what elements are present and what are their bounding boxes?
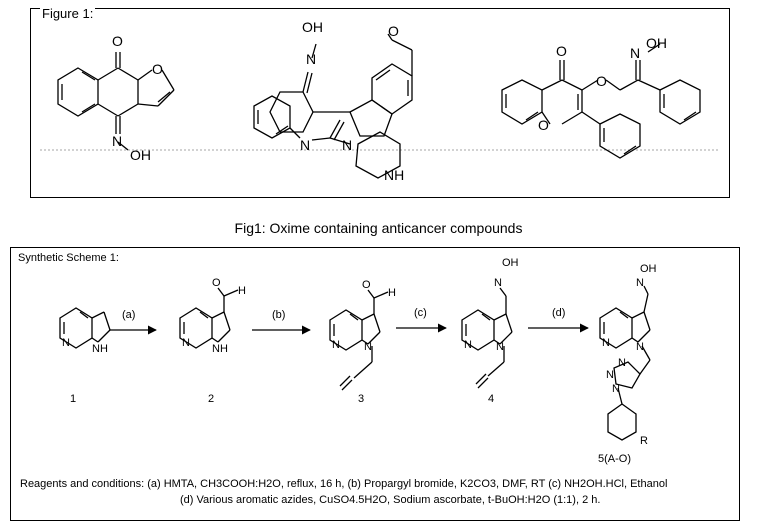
cmpd-b-n-oxime: N — [306, 51, 316, 67]
s5-n-oxime: N — [636, 277, 644, 289]
cmpd-c-o-ether: O — [596, 73, 607, 89]
s5-triazole-n1: N — [618, 357, 626, 369]
cmpd-b-oh: OH — [302, 19, 323, 35]
s4-n2: N — [496, 341, 504, 353]
s5-triazole-n3: N — [612, 383, 620, 395]
s5-n: N — [602, 337, 610, 349]
cmpd-c-o-ketone: O — [556, 43, 567, 59]
s5-r: R — [640, 435, 648, 447]
cmpd-c-oh: OH — [646, 35, 667, 51]
s3-n2: N — [364, 341, 372, 353]
cmpd-a-o-ring: O — [152, 61, 163, 77]
step-c-label: (c) — [414, 307, 427, 319]
compound-b-structure — [253, 33, 413, 179]
compound-5-structure — [599, 285, 651, 441]
reaction-arrows — [110, 323, 589, 335]
s4-oh: OH — [502, 257, 519, 269]
compound-number-2: 2 — [208, 393, 214, 405]
s3-h: H — [388, 287, 396, 299]
s5-triazole-n2: N — [606, 369, 614, 381]
compound-3-structure — [329, 289, 389, 391]
cmpd-b-nh: NH — [384, 167, 404, 183]
compound-2-structure — [179, 287, 239, 349]
compound-number-1: 1 — [70, 393, 76, 405]
cmpd-a-oh: OH — [130, 147, 151, 163]
s2-nh: NH — [212, 343, 228, 355]
cmpd-a-o-top: O — [112, 33, 123, 49]
cmpd-c-n: N — [630, 45, 640, 61]
s2-h: H — [238, 285, 246, 297]
s5-oh: OH — [640, 263, 657, 275]
step-b-label: (b) — [272, 309, 285, 321]
figure-caption: Fig1: Oxime containing anticancer compou… — [234, 220, 523, 236]
compound-4-structure — [461, 287, 513, 389]
step-d-label: (d) — [552, 307, 565, 319]
scheme-label: Synthetic Scheme 1: — [18, 252, 119, 264]
step-a-label: (a) — [122, 309, 135, 321]
compound-a-structure — [57, 52, 175, 151]
compound-number-3: 3 — [358, 393, 364, 405]
cmpd-b-methoxy-o: O — [388, 23, 399, 39]
figure-label: Figure 1: — [40, 6, 96, 21]
s3-n: N — [332, 339, 340, 351]
s2-n: N — [182, 337, 190, 349]
cmpd-b-n-ring: N — [300, 137, 310, 153]
s1-n: N — [62, 337, 70, 349]
compound-c-structure — [501, 43, 701, 159]
cmpd-a-n: N — [112, 133, 122, 149]
s3-o: O — [362, 279, 371, 291]
compound-number-4: 4 — [488, 393, 494, 405]
cmpd-b-n-pip: N — [342, 137, 352, 153]
compound-1-structure — [59, 307, 111, 349]
conditions-line-1: Reagents and conditions: (a) HMTA, CH3CO… — [20, 478, 668, 490]
conditions-line-2: (d) Various aromatic azides, CuSO4.5H2O,… — [180, 494, 601, 506]
s5-n2: N — [636, 341, 644, 353]
s1-nh: NH — [92, 343, 108, 355]
s4-n-oxime: N — [494, 277, 502, 289]
s4-n: N — [464, 339, 472, 351]
scheme-frame — [10, 247, 740, 521]
compound-number-5: 5(A-O) — [598, 453, 631, 465]
cmpd-c-o-ring: O — [538, 117, 549, 133]
figure-frame — [30, 8, 730, 198]
s2-o: O — [212, 277, 221, 289]
